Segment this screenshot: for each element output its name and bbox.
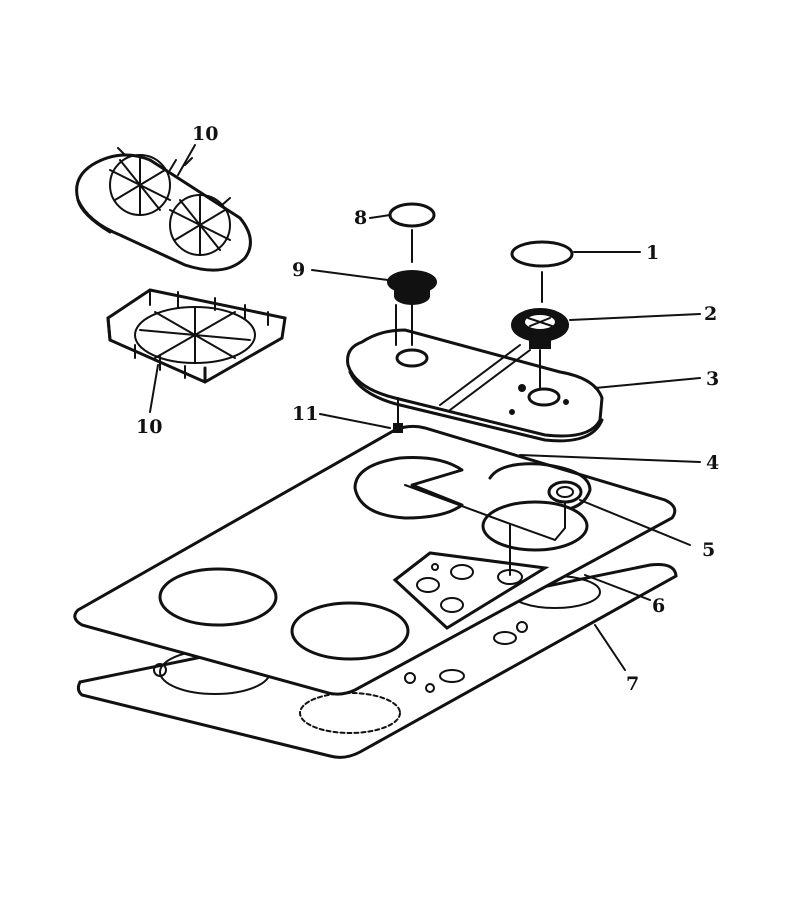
callout-1: 1 bbox=[646, 242, 659, 264]
part-8-burner-cap-small bbox=[388, 202, 436, 263]
part-11-pin bbox=[393, 397, 403, 433]
callout-7: 7 bbox=[626, 673, 639, 695]
callout-4: 4 bbox=[706, 452, 719, 474]
leader-9 bbox=[311, 269, 389, 281]
callout-3: 3 bbox=[706, 368, 719, 390]
callout-10-upper: 10 bbox=[192, 123, 218, 145]
callout-11: 11 bbox=[292, 403, 318, 425]
part-9-burner-head-small bbox=[387, 270, 437, 346]
leader-8 bbox=[369, 214, 391, 219]
part-3-burner-tray bbox=[346, 328, 604, 443]
leader-11 bbox=[319, 413, 391, 429]
part-2-burner-head-large bbox=[511, 308, 569, 389]
leader-4 bbox=[519, 454, 701, 463]
leader-10b bbox=[149, 364, 159, 413]
leader-6 bbox=[584, 574, 651, 601]
leader-5 bbox=[579, 499, 691, 546]
part-10-grate-double bbox=[75, 147, 252, 272]
leader-2 bbox=[569, 313, 701, 321]
leader-10a bbox=[177, 144, 196, 176]
callout-9: 9 bbox=[292, 259, 305, 281]
callout-8: 8 bbox=[354, 207, 367, 229]
callout-6: 6 bbox=[652, 595, 665, 617]
callout-5: 5 bbox=[702, 539, 715, 561]
callout-2: 2 bbox=[704, 303, 717, 325]
leader-3 bbox=[594, 377, 701, 389]
part-1-burner-cap-large bbox=[510, 240, 574, 303]
part-5-valve-assembly bbox=[404, 480, 583, 576]
part-10-grate-single bbox=[106, 288, 287, 384]
callout-labels: 1 2 3 4 5 6 7 8 9 10 10 11 bbox=[136, 123, 719, 695]
callout-10-lower: 10 bbox=[136, 416, 162, 438]
part-4-cooktop-glass bbox=[73, 424, 677, 696]
leader-lines bbox=[149, 144, 701, 671]
leader-7 bbox=[594, 624, 626, 671]
